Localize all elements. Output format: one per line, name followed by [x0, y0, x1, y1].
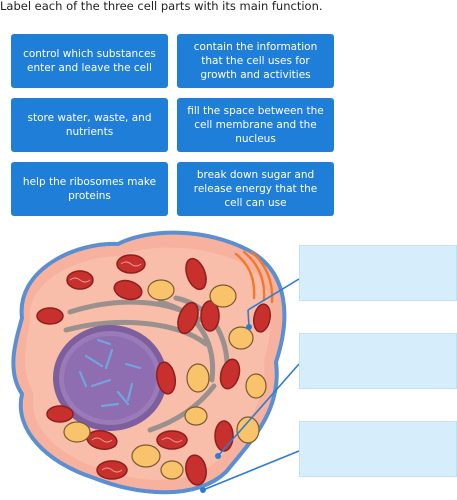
answer-tile-membrane[interactable]: control which substances enter and leave…	[11, 34, 168, 88]
answer-tile-mitochondria[interactable]: break down sugar and release energy that…	[177, 162, 334, 216]
answer-tile-cytoplasm[interactable]: fill the space between the cell membrane…	[177, 98, 334, 152]
drop-target-3[interactable]	[299, 421, 457, 477]
answer-tile-vacuole[interactable]: store water, waste, and nutrients	[11, 98, 168, 152]
answer-tile-nucleus[interactable]: contain the information that the cell us…	[177, 34, 334, 88]
drop-target-1[interactable]	[299, 245, 457, 301]
question-instruction: Label each of the three cell parts with …	[0, 0, 323, 13]
mitochondria-cristae	[69, 261, 183, 473]
vacuoles	[63, 279, 267, 480]
answer-tile-endoplasmic-reticulum[interactable]: help the ribosomes make proteins	[11, 162, 168, 216]
golgi-apparatus	[234, 250, 274, 304]
leader-dots	[200, 324, 252, 493]
drop-target-2[interactable]	[299, 333, 457, 389]
chromatin	[78, 338, 142, 408]
leader-lines	[202, 278, 300, 491]
